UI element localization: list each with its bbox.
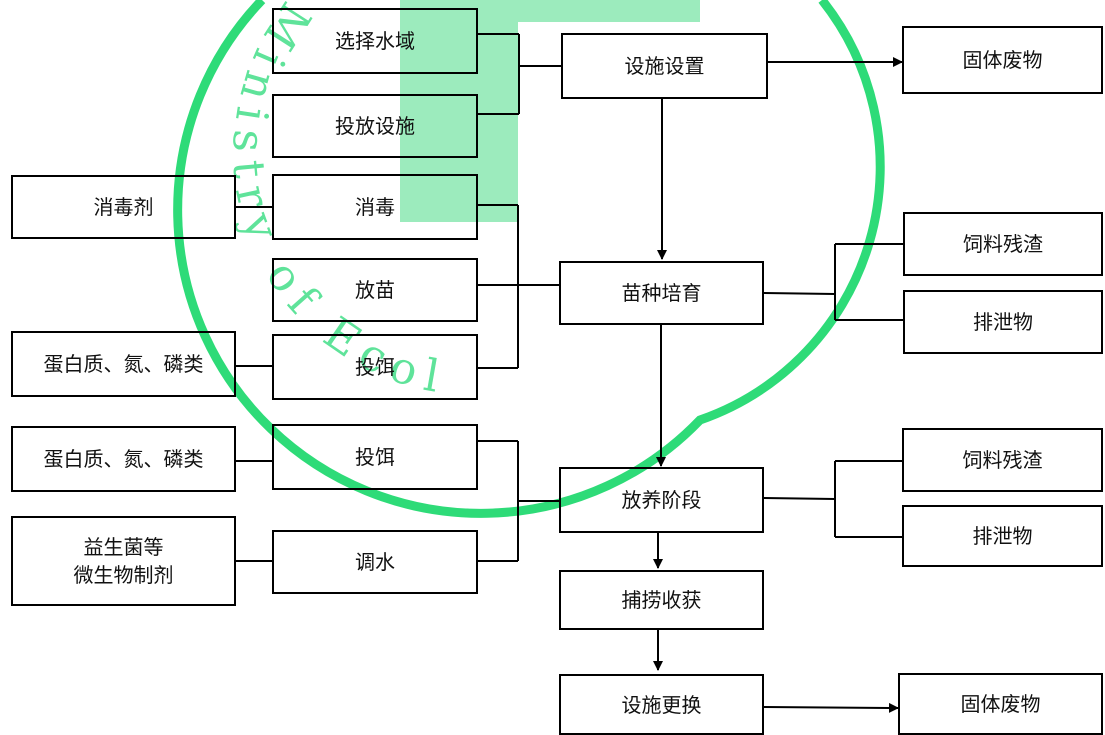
node-bulao-shouhuo: 捕捞收获	[559, 570, 764, 630]
node-danbai-1: 蛋白质、氮、磷类	[11, 331, 236, 397]
node-xiaoduji: 消毒剂	[11, 175, 236, 239]
node-sheshi-shezhi: 设施设置	[561, 33, 768, 99]
node-paixiewu-1: 排泄物	[903, 290, 1103, 354]
node-siliao-canzha-1: 饲料残渣	[903, 212, 1103, 276]
watermark-bar-top	[400, 0, 700, 22]
node-toufang-sheshi: 投放设施	[272, 94, 478, 158]
node-touer-1: 投饵	[272, 334, 478, 400]
node-miaozhong-peiyu: 苗种培育	[559, 261, 764, 325]
node-tiaoshui: 调水	[272, 530, 478, 594]
node-fangyang-jieduan: 放养阶段	[559, 467, 764, 533]
node-sheshi-genghuan: 设施更换	[559, 674, 764, 735]
node-siliao-canzha-2: 饲料残渣	[902, 428, 1103, 492]
node-guti-feiwu-top: 固体废物	[902, 26, 1103, 94]
node-xuanze-shuiyu: 选择水域	[272, 8, 478, 74]
node-fangmiao: 放苗	[272, 258, 478, 322]
watermark-ring	[173, 0, 885, 518]
node-paixiewu-2: 排泄物	[902, 505, 1103, 567]
arrow-genghuan-to-guti	[763, 702, 899, 713]
watermark-bar-vertical	[400, 22, 518, 222]
connector-fangyang-out	[763, 497, 836, 500]
node-xiaodu: 消毒	[272, 174, 478, 240]
node-touer-2: 投饵	[272, 424, 478, 490]
node-guti-feiwu-bottom: 固体废物	[898, 673, 1103, 735]
node-yishengjun: 益生菌等 微生物制剂	[11, 516, 236, 606]
node-danbai-2: 蛋白质、氮、磷类	[11, 426, 236, 492]
connector-miaozhong-out	[763, 292, 836, 295]
